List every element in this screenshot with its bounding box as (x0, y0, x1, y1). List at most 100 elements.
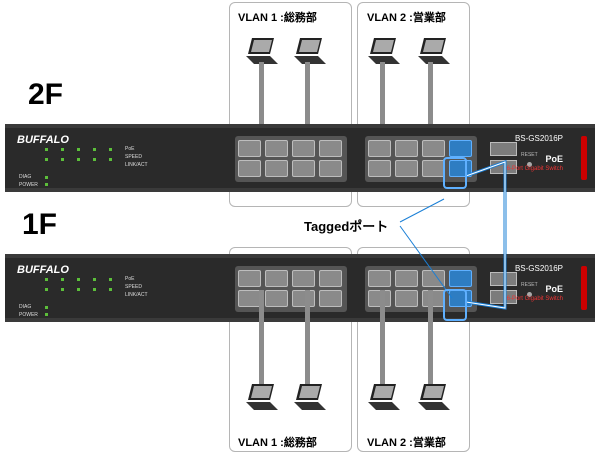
tagged-port[interactable] (449, 140, 472, 157)
laptop-icon (294, 384, 326, 410)
cable (259, 62, 264, 146)
laptop-icon (418, 384, 450, 410)
port[interactable] (265, 140, 288, 157)
port[interactable] (292, 290, 315, 307)
poe-sub-label: 16-Port Gigabit Switch (503, 296, 563, 302)
accent-bar (581, 136, 587, 180)
port[interactable] (368, 270, 391, 287)
led (109, 278, 112, 281)
vlan2-label-1f: VLAN 2 :営業部 (367, 437, 446, 449)
led (45, 148, 48, 151)
port[interactable] (292, 160, 315, 177)
port[interactable] (319, 140, 342, 157)
led-label-diag: DIAG (19, 174, 32, 180)
led (45, 313, 48, 316)
port[interactable] (319, 290, 342, 307)
tagged-port[interactable] (449, 290, 472, 307)
port[interactable] (265, 270, 288, 287)
laptop-icon (418, 38, 450, 64)
led-label-speed: SPEED (125, 284, 142, 290)
vlan1-label-1f: VLAN 1 :総務部 (238, 437, 317, 449)
port[interactable] (395, 290, 418, 307)
cable (259, 290, 264, 390)
led (93, 288, 96, 291)
tagged-port-label: Taggedポート (304, 219, 389, 234)
accent-bar (581, 266, 587, 310)
port-group-vlan1 (235, 266, 347, 312)
port[interactable] (319, 270, 342, 287)
vlan1-box-1f (229, 247, 352, 452)
laptop-icon (246, 384, 278, 410)
floor-label-1f: 1F (22, 208, 58, 241)
switch-2f: BUFFALO PoE SPEED LINK/ACT DIAG POWER RE… (5, 124, 595, 192)
led-label-link: LINK/ACT (125, 292, 148, 298)
reset-button[interactable] (527, 162, 532, 167)
laptop-icon (368, 384, 400, 410)
poe-sub-label: 16-Port Gigabit Switch (503, 166, 563, 172)
led (77, 288, 80, 291)
brand-logo: BUFFALO (17, 134, 69, 146)
led-label-power: POWER (19, 182, 38, 188)
port[interactable] (368, 290, 391, 307)
port[interactable] (422, 270, 445, 287)
laptop-icon (246, 38, 278, 64)
laptop-icon (294, 38, 326, 64)
cable (380, 62, 385, 146)
poe-label: PoE (545, 154, 563, 164)
led-label-poe: PoE (125, 146, 135, 152)
led (45, 306, 48, 309)
tagged-port[interactable] (449, 270, 472, 287)
led (45, 288, 48, 291)
port[interactable] (368, 160, 391, 177)
port[interactable] (292, 270, 315, 287)
cable (305, 62, 310, 146)
port[interactable] (319, 160, 342, 177)
port[interactable] (265, 160, 288, 177)
cable (380, 290, 385, 390)
led (109, 148, 112, 151)
led (61, 148, 64, 151)
port[interactable] (395, 160, 418, 177)
port[interactable] (238, 140, 261, 157)
port-group-vlan1 (235, 136, 347, 182)
brand-logo: BUFFALO (17, 264, 69, 276)
led (45, 278, 48, 281)
led (109, 288, 112, 291)
led (93, 158, 96, 161)
port[interactable] (238, 290, 261, 307)
led (61, 288, 64, 291)
port[interactable] (395, 270, 418, 287)
laptop-icon (368, 38, 400, 64)
model-label: BS-GS2016P (514, 134, 563, 143)
cable (428, 290, 433, 390)
led (61, 158, 64, 161)
vlan1-box-2f (229, 2, 352, 207)
reset-label: RESET (521, 282, 538, 288)
port[interactable] (292, 140, 315, 157)
led-label-poe: PoE (125, 276, 135, 282)
port[interactable] (238, 270, 261, 287)
port-group-vlan2 (365, 136, 477, 182)
switch-1f: BUFFALO PoE SPEED LINK/ACT DIAG POWER RE… (5, 254, 595, 322)
port[interactable] (395, 140, 418, 157)
sfp-port[interactable] (490, 142, 517, 156)
port[interactable] (238, 160, 261, 177)
led-label-diag: DIAG (19, 304, 32, 310)
sfp-port[interactable] (490, 272, 517, 286)
led (77, 278, 80, 281)
led (109, 158, 112, 161)
port[interactable] (422, 160, 445, 177)
led (45, 158, 48, 161)
led-label-power: POWER (19, 312, 38, 318)
port[interactable] (422, 290, 445, 307)
reset-button[interactable] (527, 292, 532, 297)
led (61, 278, 64, 281)
floor-label-2f: 2F (28, 78, 64, 111)
vlan2-label-2f: VLAN 2 :営業部 (367, 12, 446, 24)
port[interactable] (368, 140, 391, 157)
led (45, 183, 48, 186)
cable (305, 290, 310, 390)
port[interactable] (422, 140, 445, 157)
port[interactable] (265, 290, 288, 307)
tagged-port[interactable] (449, 160, 472, 177)
